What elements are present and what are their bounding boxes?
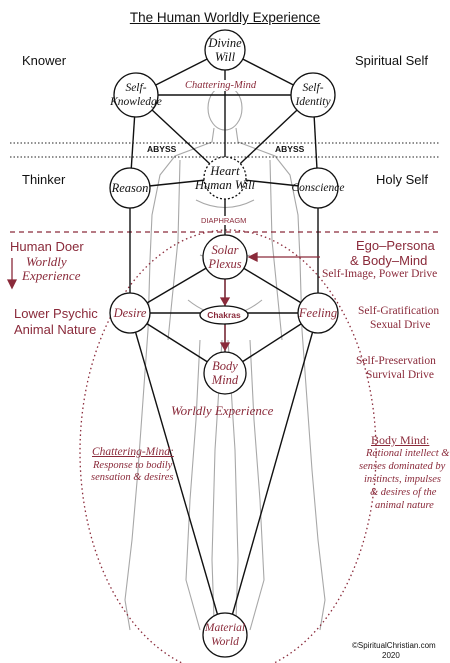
chakras-line1: Chakras bbox=[207, 310, 241, 320]
body-mind-desc-1: Rational intellect & bbox=[366, 448, 450, 459]
conscience-line1: Conscience bbox=[291, 182, 345, 194]
divine-will-label: Divine Will bbox=[195, 36, 255, 64]
thinker-label: Thinker bbox=[22, 172, 66, 187]
lower-psychic-line1: Lower Psychic bbox=[14, 306, 98, 321]
abyss-left: ABYSS bbox=[147, 144, 177, 154]
node-material-world bbox=[202, 612, 248, 658]
body-mind-desc-2: senses dominated by bbox=[359, 461, 446, 472]
material-world-line1: Material bbox=[204, 622, 246, 634]
knower-label: Knower bbox=[22, 53, 67, 68]
ego-persona-line2: & Body–Mind bbox=[350, 253, 428, 268]
feeling-line1: Feeling bbox=[298, 306, 338, 320]
self-knowledge-label: Self- Knowledge bbox=[101, 81, 171, 109]
chattering-mind-left: Chattering-Mind: bbox=[92, 446, 174, 458]
chattering-mind-top: Chattering-Mind bbox=[185, 80, 257, 91]
node-body-mind bbox=[203, 351, 247, 395]
self-identity-line2: Identity bbox=[295, 96, 331, 108]
node-solar-plexus bbox=[202, 234, 248, 280]
node-heart bbox=[203, 156, 247, 200]
body-mind-desc-4: & desires of the bbox=[370, 487, 437, 498]
node-reason bbox=[109, 167, 151, 209]
spiritual-self-label: Spiritual Self bbox=[355, 53, 428, 68]
self-knowledge-line2: Knowledge bbox=[110, 96, 162, 108]
abyss-right: ABYSS bbox=[275, 144, 305, 154]
solar-plexus-label: Solar Plexus bbox=[195, 243, 255, 271]
self-knowledge-line1: Self- bbox=[125, 82, 147, 94]
body-mind-desc-5: animal nature bbox=[375, 500, 434, 511]
self-identity-label: Self- Identity bbox=[283, 81, 343, 109]
ego-persona-line1: Ego–Persona bbox=[356, 238, 435, 253]
heart-label: Heart Human Will bbox=[180, 164, 270, 192]
body-mind-title: Body Mind: bbox=[371, 433, 430, 447]
divine-will-line1: Divine bbox=[208, 36, 242, 50]
self-identity-line1: Self- bbox=[302, 82, 324, 94]
self-preservation-label: Self-Preservation bbox=[356, 355, 436, 367]
node-circles bbox=[109, 29, 339, 658]
body-mind-line1: Body bbox=[212, 359, 238, 373]
worldly-label-line1: Worldly bbox=[26, 254, 67, 269]
body-mind-desc-3: instincts, impulses bbox=[364, 474, 442, 485]
diaphragm-label: DIAPHRAGM bbox=[201, 216, 247, 225]
reason-line1: Reason bbox=[111, 181, 149, 195]
node-feeling bbox=[297, 292, 339, 334]
holy-self-label: Holy Self bbox=[376, 172, 429, 187]
worldly-ellipse bbox=[79, 229, 377, 663]
black-connections bbox=[129, 49, 319, 631]
solar-plexus-line2: Plexus bbox=[208, 257, 242, 271]
worldly-experience-center: Worldly Experience bbox=[171, 403, 274, 418]
conscience-label: Conscience bbox=[283, 181, 353, 195]
chattering-desc-2: sensation & desires bbox=[91, 472, 174, 483]
material-world-line2: World bbox=[211, 636, 239, 648]
solar-plexus-line1: Solar bbox=[211, 243, 239, 257]
copyright-line1: ©SpiritualChristian.com bbox=[352, 641, 436, 650]
red-arrows bbox=[6, 251, 320, 352]
self-gratification-label: Self-Gratification bbox=[358, 305, 440, 317]
chakras-oval bbox=[199, 305, 249, 325]
survival-drive-label: Survival Drive bbox=[366, 369, 435, 381]
lower-psychic-line2: Animal Nature bbox=[14, 322, 97, 337]
chattering-desc-1: Response to bodily bbox=[93, 460, 173, 471]
node-self-identity bbox=[290, 72, 336, 118]
material-world-label: Material World bbox=[190, 621, 260, 649]
human-figure-sketch bbox=[124, 85, 326, 631]
desire-line1: Desire bbox=[113, 306, 147, 320]
node-desire bbox=[109, 292, 151, 334]
sexual-drive-label: Sexual Drive bbox=[370, 319, 431, 331]
node-self-knowledge bbox=[113, 72, 159, 118]
worldly-label-line2: Experience bbox=[22, 268, 81, 283]
page-title: The Human Worldly Experience bbox=[129, 10, 321, 25]
chakras-label: Chakras bbox=[199, 308, 249, 322]
reason-label: Reason bbox=[100, 181, 160, 195]
copyright-line2: 2020 bbox=[382, 651, 400, 660]
heart-line1: Heart bbox=[210, 164, 240, 178]
body-mind-label: Body Mind bbox=[195, 359, 255, 387]
node-conscience bbox=[297, 167, 339, 209]
self-image-label: Self-Image, Power Drive bbox=[322, 268, 438, 280]
desire-label: Desire bbox=[100, 306, 160, 320]
feeling-label: Feeling bbox=[288, 306, 348, 320]
node-divine-will bbox=[204, 29, 246, 71]
heart-line2: Human Will bbox=[194, 178, 256, 192]
divine-will-line2: Will bbox=[214, 50, 236, 64]
body-mind-line2: Mind bbox=[211, 373, 239, 387]
human-doer-label: Human Doer bbox=[10, 239, 84, 254]
